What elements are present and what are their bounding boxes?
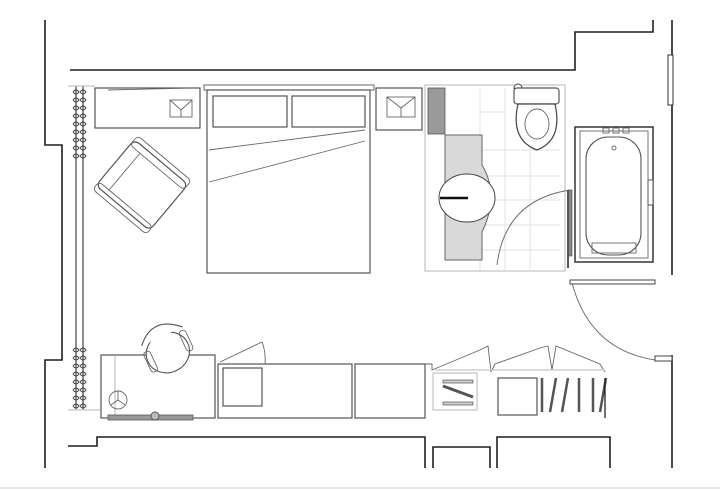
curtain-fold — [72, 89, 80, 95]
nightstand-left — [94, 87, 201, 129]
curtain-fold — [79, 145, 87, 151]
curtain-fold — [79, 89, 87, 95]
right-window — [667, 54, 674, 106]
curtain-fold — [79, 403, 87, 409]
luggage-rack — [432, 372, 478, 411]
curtain-fold — [72, 379, 80, 385]
desk-lamp-icon — [108, 390, 128, 410]
cabinet-door-swing — [219, 341, 266, 365]
lamp-icon — [386, 96, 416, 118]
headboard — [203, 84, 375, 91]
wardrobe — [425, 345, 608, 418]
curtain-fold — [79, 137, 87, 143]
towel-rack — [427, 87, 446, 135]
left-wall — [44, 20, 63, 468]
minibar — [222, 367, 263, 407]
lamp-icon — [169, 99, 193, 118]
curtain-fold — [72, 387, 80, 393]
curtain-fold — [72, 129, 80, 135]
bottom-closet-wall — [496, 436, 611, 468]
curtain-fold — [72, 105, 80, 111]
curtain-fold — [72, 347, 80, 353]
curtain-fold — [72, 113, 80, 119]
curtain-fold — [79, 121, 87, 127]
curtain-fold — [79, 97, 87, 103]
curtain-fold — [72, 403, 80, 409]
curtain-fold — [79, 379, 87, 385]
curtain-fold — [72, 371, 80, 377]
curtain-fold — [72, 97, 80, 103]
nightstand-right — [375, 87, 423, 131]
desk-rail — [107, 414, 194, 421]
curtain-fold — [72, 145, 80, 151]
curtain-fold — [79, 355, 87, 361]
armchair — [93, 136, 191, 234]
curtain-fold — [72, 137, 80, 143]
curtain-fold — [79, 395, 87, 401]
curtain-fold — [79, 347, 87, 353]
curtain-fold — [72, 121, 80, 127]
bathroom-door-swing — [496, 189, 571, 266]
top-wall — [70, 20, 654, 71]
door-frame — [654, 355, 673, 362]
bottom-wall — [68, 436, 426, 468]
curtain-fold — [79, 105, 87, 111]
desk-chair — [141, 323, 194, 374]
curtain-top — [72, 89, 87, 159]
bed-sheet-fold — [208, 140, 366, 183]
entry-door-swing — [571, 282, 656, 361]
curtain-fold — [72, 153, 80, 159]
curtain-fold — [72, 355, 80, 361]
toilet — [513, 83, 560, 151]
curtain-fold — [79, 129, 87, 135]
bathtub — [574, 126, 654, 263]
desk-knob — [150, 411, 160, 421]
curtain-fold — [79, 113, 87, 119]
curtain-fold — [72, 395, 80, 401]
side-cabinet — [354, 363, 426, 419]
curtain-fold — [79, 363, 87, 369]
bathroom — [424, 83, 654, 272]
curtain-fold — [72, 363, 80, 369]
bathroom-floor — [424, 84, 566, 272]
curtain-fold — [79, 387, 87, 393]
pillow-left — [212, 95, 288, 128]
bottom-niche — [432, 446, 491, 468]
curtain-bottom — [72, 347, 87, 409]
entry-door — [569, 279, 656, 285]
curtain-fold — [79, 371, 87, 377]
safe — [497, 377, 538, 416]
curtain-fold — [79, 153, 87, 159]
nightstand-lamp-bar — [107, 87, 191, 91]
bed-sheet-fold — [208, 129, 366, 151]
walls — [44, 20, 674, 468]
pillow-right — [291, 95, 366, 128]
